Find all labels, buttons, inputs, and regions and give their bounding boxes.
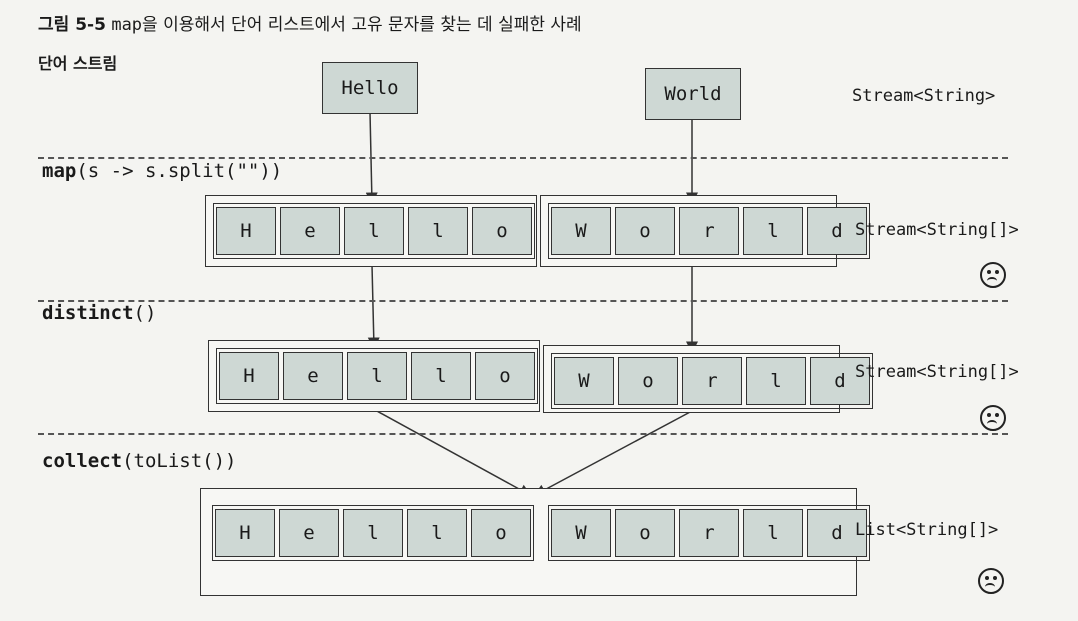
char-cell: H bbox=[216, 207, 276, 255]
char-cell: l bbox=[344, 207, 404, 255]
char-cell: l bbox=[407, 509, 467, 557]
char-cell: l bbox=[746, 357, 806, 405]
char-cell: o bbox=[471, 509, 531, 557]
char-cell: o bbox=[615, 509, 675, 557]
input-word-world: World bbox=[645, 68, 741, 120]
frowning-face-icon bbox=[978, 568, 1004, 594]
char-cell: H bbox=[215, 509, 275, 557]
char-cell: W bbox=[551, 509, 611, 557]
stream-type-label: List<String[]> bbox=[855, 520, 999, 540]
char-cell: r bbox=[679, 509, 739, 557]
input-type-label: Stream<String> bbox=[852, 86, 996, 106]
operation-label: distinct() bbox=[42, 302, 156, 324]
operation-args: (s -> s.split("")) bbox=[76, 160, 283, 182]
stream-type-label: Stream<String[]> bbox=[855, 220, 1019, 240]
frowning-face-icon bbox=[980, 405, 1006, 431]
operation-args: (toList()) bbox=[122, 450, 237, 472]
char-cell: e bbox=[283, 352, 343, 400]
char-cell: H bbox=[219, 352, 279, 400]
char-cell: l bbox=[347, 352, 407, 400]
operation-name: distinct bbox=[42, 302, 134, 324]
operation-name: collect bbox=[42, 450, 123, 472]
figure-caption: 그림 5-5 map을 이용해서 단어 리스트에서 고유 문자를 찾는 데 실패… bbox=[38, 10, 582, 35]
step-separator bbox=[38, 300, 1008, 302]
char-cell: d bbox=[810, 357, 870, 405]
operation-label: collect(toList()) bbox=[42, 450, 236, 472]
frowning-face-icon bbox=[980, 262, 1006, 288]
char-cell: W bbox=[551, 207, 611, 255]
char-cell: W bbox=[554, 357, 614, 405]
arrow-hello-to-collect bbox=[374, 409, 532, 496]
char-cell: l bbox=[743, 509, 803, 557]
char-cell: e bbox=[279, 509, 339, 557]
char-cell: l bbox=[411, 352, 471, 400]
char-cell: e bbox=[280, 207, 340, 255]
input-word-hello: Hello bbox=[322, 62, 418, 114]
arrow-world-to-collect bbox=[533, 410, 693, 496]
char-cell: o bbox=[475, 352, 535, 400]
caption-text: 을 이용해서 단어 리스트에서 고유 문자를 찾는 데 실패한 사례 bbox=[142, 15, 582, 35]
operation-name: map bbox=[42, 160, 77, 182]
char-cell: o bbox=[615, 207, 675, 255]
step-separator bbox=[38, 433, 1008, 435]
arrow-hello-to-distinct bbox=[367, 264, 380, 350]
char-cell: o bbox=[472, 207, 532, 255]
caption-number: 그림 5-5 bbox=[38, 15, 106, 35]
char-cell: l bbox=[408, 207, 468, 255]
char-cell: d bbox=[807, 207, 867, 255]
stream-label: 단어 스트림 bbox=[38, 54, 118, 73]
char-cell: l bbox=[743, 207, 803, 255]
char-cell: l bbox=[343, 509, 403, 557]
stream-type-label: Stream<String[]> bbox=[855, 362, 1019, 382]
caption-code: map bbox=[111, 15, 143, 35]
operation-args: () bbox=[133, 302, 157, 324]
char-cell: o bbox=[618, 357, 678, 405]
char-cell: r bbox=[682, 357, 742, 405]
operation-label: map(s -> s.split("")) bbox=[42, 160, 282, 182]
char-cell: d bbox=[807, 509, 867, 557]
char-cell: r bbox=[679, 207, 739, 255]
step-separator bbox=[38, 157, 1008, 159]
